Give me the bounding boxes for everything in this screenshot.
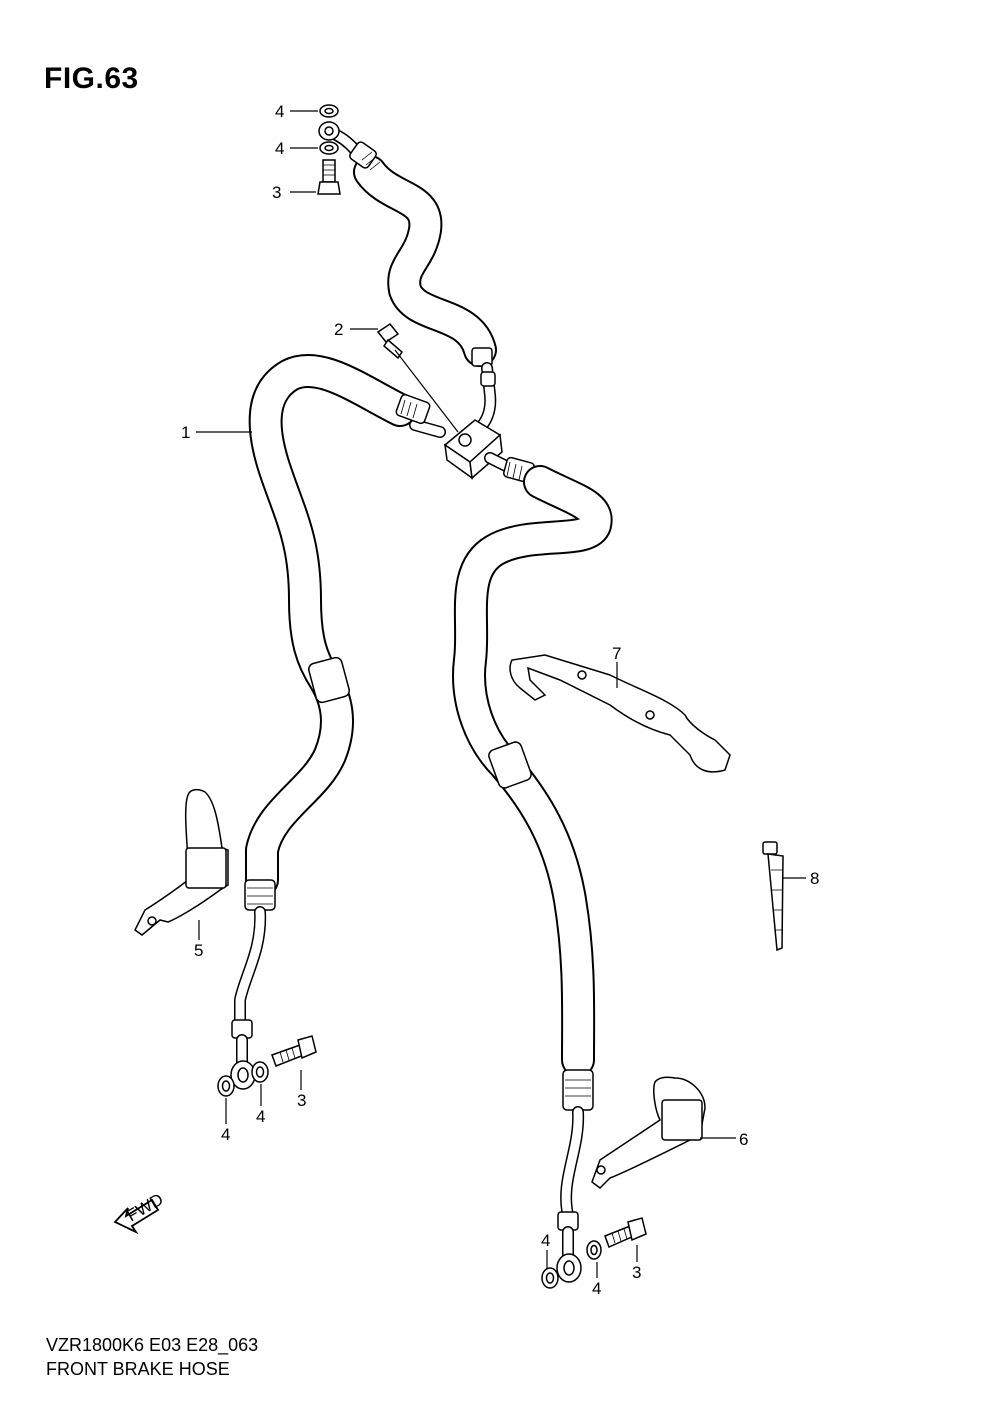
fwd-label: FWD bbox=[124, 1190, 167, 1226]
lower-left-fittings bbox=[217, 1035, 317, 1097]
lower-right-fittings bbox=[541, 1217, 647, 1289]
callout-3: 3 bbox=[272, 183, 281, 202]
callout-6: 6 bbox=[739, 1130, 748, 1149]
hose-right-branch bbox=[452, 452, 613, 1283]
callout-4: 4 bbox=[541, 1231, 550, 1250]
figure-code: VZR1800K6 E03 E28_063 bbox=[46, 1335, 259, 1355]
figure-name: FRONT BRAKE HOSE bbox=[46, 1359, 230, 1379]
callout-3: 3 bbox=[632, 1263, 641, 1282]
clamp-6 bbox=[591, 1076, 706, 1189]
top-fittings bbox=[317, 104, 341, 195]
clamp-5 bbox=[134, 788, 229, 936]
callout-4: 4 bbox=[256, 1107, 265, 1126]
callout-1: 1 bbox=[181, 423, 190, 442]
callout-4: 4 bbox=[592, 1279, 601, 1298]
callout-3: 3 bbox=[297, 1091, 306, 1110]
callout-2: 2 bbox=[334, 320, 343, 339]
callout-8: 8 bbox=[810, 869, 819, 888]
callout-4: 4 bbox=[221, 1125, 230, 1144]
upper-hose bbox=[324, 126, 497, 434]
leader-lines bbox=[196, 110, 806, 1278]
callout-7: 7 bbox=[612, 644, 621, 663]
hose-left-branch bbox=[230, 354, 446, 1090]
callout-4: 4 bbox=[275, 139, 284, 158]
hose-joint bbox=[443, 419, 503, 480]
clamp-7 bbox=[509, 654, 731, 773]
cable-tie bbox=[762, 841, 784, 952]
callout-4: 4 bbox=[275, 102, 284, 121]
callout-5: 5 bbox=[194, 941, 203, 960]
callout-labels: 4 4 3 2 1 7 8 5 3 4 4 6 4 4 3 bbox=[181, 102, 819, 1298]
joint-bolt bbox=[376, 322, 459, 433]
figure-title: FIG.63 bbox=[44, 62, 139, 95]
fwd-arrow-icon: FWD bbox=[113, 1190, 167, 1235]
